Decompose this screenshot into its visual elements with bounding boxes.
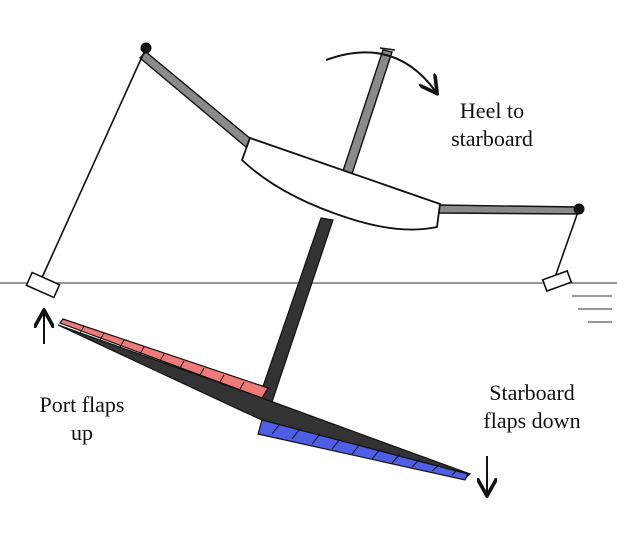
port-arm-strut [138,51,253,148]
mast [340,49,393,181]
port-float-rod [39,47,147,283]
heel-label-line2: starboard [451,126,533,151]
heel-rotation-arrow [325,51,436,92]
mast-top-cap [379,47,396,51]
foil-strut [258,217,334,403]
starboard-arm-strut [437,204,579,215]
starboard-flaps-label-line1: Starboard [489,380,575,405]
starboard-flaps-label-line2: flaps down [483,408,580,433]
heel-label-line1: Heel to [460,98,524,123]
hull [240,136,441,231]
port-float-pad [25,271,61,299]
starboard-flap-hatching [271,423,459,476]
port-flap [59,318,269,399]
starboard-float-rod [553,208,580,281]
port-flaps-label-line1: Port flaps [40,392,125,417]
starboard-float-pad [541,269,573,293]
port-flap-hatching [79,325,245,390]
starboard-flap [257,419,469,481]
port-flaps-label-line2: up [71,420,93,445]
